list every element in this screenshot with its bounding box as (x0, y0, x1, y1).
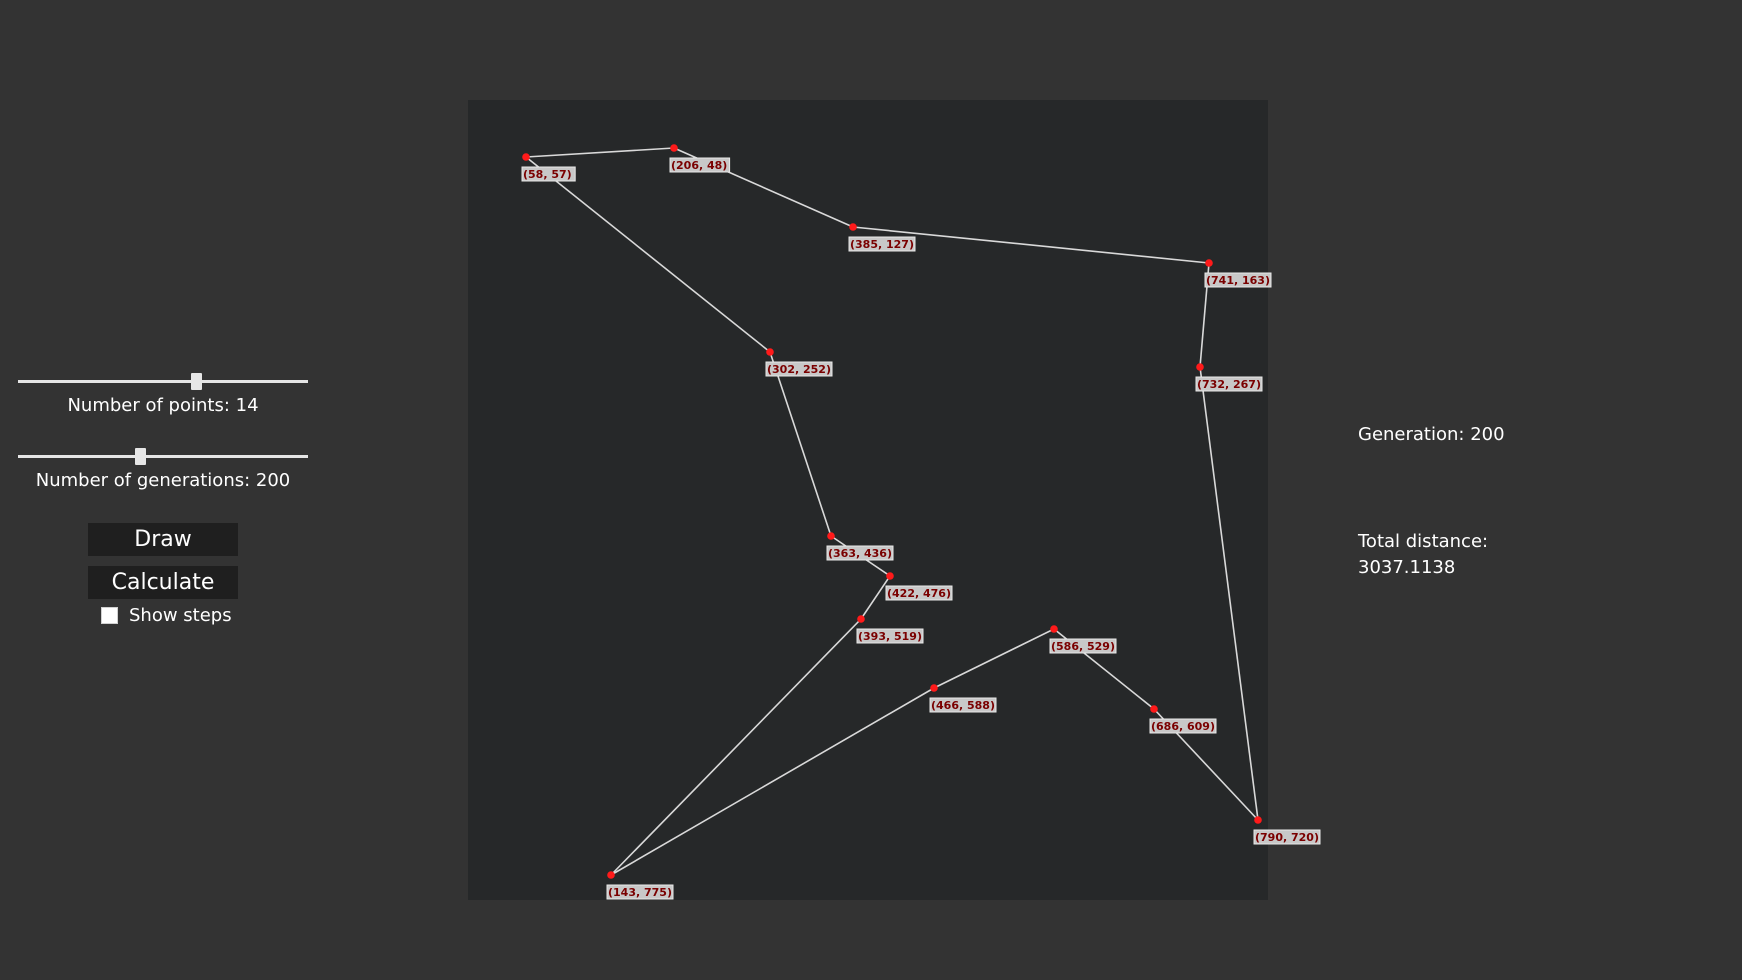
generations-slider[interactable] (18, 446, 308, 466)
route-point (607, 871, 615, 879)
point-label-background (1204, 272, 1272, 288)
route-point (930, 684, 938, 692)
point-label-background (826, 545, 894, 561)
total-distance-value: 3037.1138 (1358, 557, 1456, 578)
points-slider[interactable] (18, 371, 308, 391)
point-label: (741, 163) (1206, 274, 1270, 287)
route-edge (610, 618, 862, 876)
route-edge (525, 156, 771, 353)
route-point (827, 532, 835, 540)
point-label: (143, 775) (608, 886, 672, 899)
point-label: (302, 252) (767, 363, 831, 376)
route-point (1205, 259, 1213, 267)
route-point (886, 572, 894, 580)
point-label: (686, 609) (1151, 720, 1215, 733)
show-steps-checkbox[interactable]: Show steps (101, 604, 232, 626)
route-canvas[interactable]: (58, 57) (206, 48) (385, 127) (741, 163) (73… (468, 100, 1321, 900)
route-edge (933, 628, 1055, 689)
point-label-background (1149, 718, 1217, 734)
point-label: (790, 720) (1255, 831, 1319, 844)
calculate-button[interactable]: Calculate (88, 566, 238, 599)
point-label-background (856, 628, 924, 644)
point-label: (58, 57) (523, 168, 572, 181)
generations-slider-track (18, 455, 308, 458)
point-label-background (1195, 376, 1263, 392)
total-distance-title: Total distance: (1358, 531, 1489, 552)
point-label-background (765, 361, 833, 377)
route-edge (852, 226, 1210, 264)
point-label-background (848, 236, 916, 252)
point-label-background (929, 697, 997, 713)
point-label: (586, 529) (1051, 640, 1115, 653)
point-label: (732, 267) (1197, 378, 1261, 391)
route-point (1050, 625, 1058, 633)
point-label-background (1049, 638, 1117, 654)
point-label: (466, 588) (931, 699, 995, 712)
route-point (857, 615, 865, 623)
route-point (670, 144, 678, 152)
route-edge (860, 575, 891, 620)
points-slider-track (18, 380, 308, 383)
route-plot: (58, 57) (206, 48) (385, 127) (741, 163) (73… (521, 144, 1321, 900)
checkbox-box[interactable] (101, 606, 118, 624)
points-slider-thumb[interactable] (190, 373, 202, 390)
point-label-background (606, 884, 674, 900)
route-point (766, 348, 774, 356)
route-point (1196, 363, 1204, 371)
generations-label: Number of generations: 200 (35, 470, 291, 491)
route-point (1254, 816, 1262, 824)
point-label-background (1253, 829, 1321, 845)
point-label-background (669, 157, 731, 173)
point-label: (206, 48) (671, 159, 727, 172)
draw-button[interactable]: Draw (88, 523, 238, 556)
point-label: (422, 476) (887, 587, 951, 600)
route-edge (1199, 366, 1259, 821)
point-label-background (521, 166, 576, 182)
route-point (1150, 705, 1158, 713)
point-label-background (885, 585, 953, 601)
show-steps-label: Show steps (129, 604, 232, 626)
generations-slider-thumb[interactable] (135, 448, 147, 465)
generation-text: Generation: 200 (1358, 424, 1505, 445)
route-edge (525, 147, 675, 158)
route-edge (769, 351, 832, 537)
point-label: (385, 127) (850, 238, 914, 251)
route-edge (610, 687, 935, 876)
route-point (522, 153, 530, 161)
point-label: (393, 519) (858, 630, 922, 643)
route-point (849, 223, 857, 231)
point-label: (363, 436) (828, 547, 892, 560)
points-label: Number of points: 14 (67, 395, 259, 416)
